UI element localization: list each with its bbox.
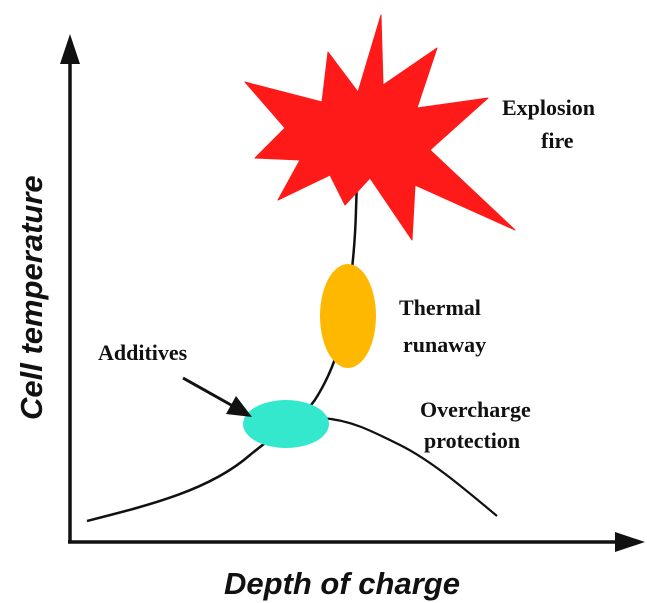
overcharge-label-line2: protection [424,428,520,453]
explosion-label-line1: Explosion [502,95,595,120]
overcharge-protection-curve [321,416,498,517]
x-axis-label: Depth of charge [224,566,460,601]
y-axis-arrowhead [60,34,80,64]
additives-arrowhead [226,396,252,417]
thermal-runaway-zone [320,264,376,368]
additives-zone [243,400,329,448]
additives-pointer-arrow [182,376,241,412]
thermal-runaway-label-line1: Thermal [399,295,481,320]
x-axis-arrowhead [615,532,645,552]
additives-label: Additives [98,340,188,365]
explosion-label-line2: fire [541,128,574,153]
y-axis-label: Cell temperature [14,175,49,420]
explosion-icon [244,14,516,241]
thermal-runaway-label-line2: runaway [403,332,486,357]
overcharge-label-line1: Overcharge [420,397,531,422]
